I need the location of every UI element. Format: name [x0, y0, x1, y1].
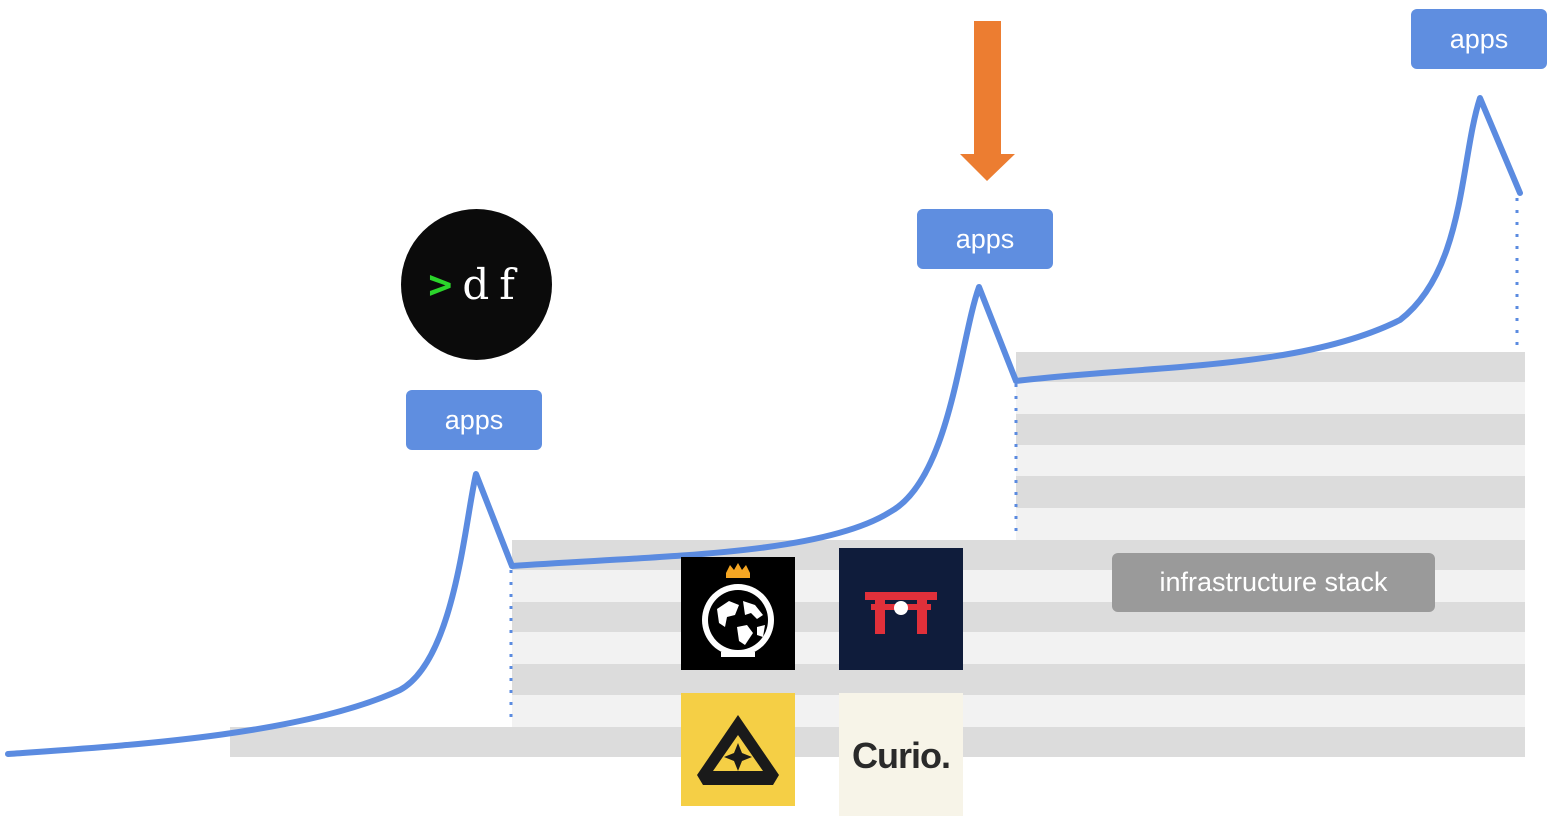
growth-curve	[5, 95, 1523, 757]
apps-label-1: apps	[406, 390, 542, 450]
infrastructure-stack-label: infrastructure stack	[1112, 553, 1435, 612]
tent-star-logo	[681, 693, 795, 806]
apps-label-3: apps	[1411, 9, 1547, 69]
torii-icon	[865, 592, 937, 634]
down-arrow-icon	[960, 21, 1015, 181]
globe-crown-logo	[681, 557, 795, 670]
infra-band-3	[1016, 352, 1525, 540]
torii-logo	[839, 548, 963, 670]
curio-logo: Curio.	[839, 693, 963, 816]
curio-logo-text: Curio.	[852, 735, 951, 776]
df-logo-text: df	[462, 260, 525, 309]
df-logo: > df	[401, 209, 552, 360]
globe-crown-icon	[702, 563, 774, 657]
df-prompt-glyph: >	[428, 261, 453, 308]
tent-star-icon	[697, 715, 779, 785]
apps-label-2: apps	[917, 209, 1053, 269]
